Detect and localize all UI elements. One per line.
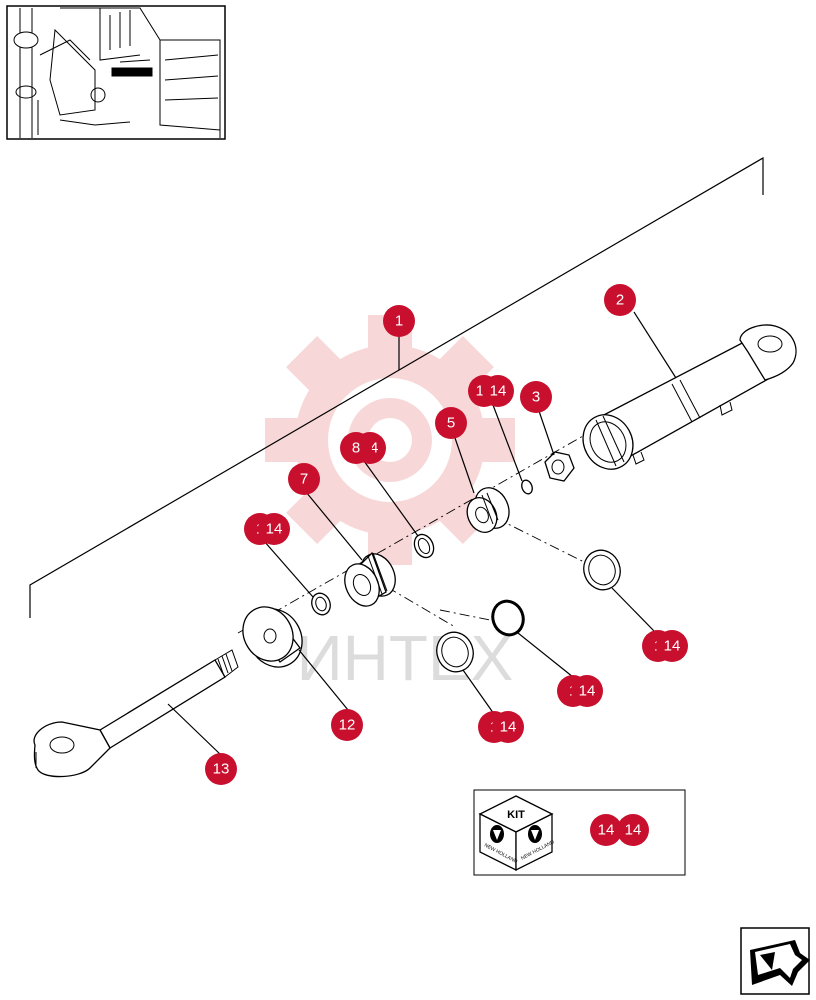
gland-part-7[interactable] [338, 548, 402, 611]
callout-14-mid[interactable]: 1 14 [557, 675, 603, 707]
callout-5[interactable]: 5 [435, 407, 467, 439]
arrow-next-page-icon[interactable] [740, 927, 810, 995]
svg-text:13: 13 [213, 761, 230, 778]
assembly-bracket [29, 156, 764, 618]
svg-text:14: 14 [266, 521, 283, 538]
location-thumbnail[interactable] [6, 5, 226, 140]
svg-text:KIT: KIT [507, 809, 525, 821]
svg-text:12: 12 [339, 717, 356, 734]
svg-text:2: 2 [616, 292, 624, 309]
leader-lines [167, 311, 677, 756]
piston-rod-part-13[interactable] [33, 649, 239, 778]
callout-2[interactable]: 2 [604, 284, 636, 316]
callout-8[interactable]: 14 8 [340, 432, 386, 464]
svg-text:3: 3 [532, 389, 540, 406]
piston-part-5[interactable] [462, 482, 516, 537]
svg-text:14: 14 [664, 638, 681, 655]
svg-text:14: 14 [579, 683, 596, 700]
watermark-text: ИНТЕХ [297, 622, 514, 694]
backup-ring[interactable] [488, 597, 528, 639]
callout-13[interactable]: 13 [205, 753, 237, 785]
seal-ring-lower[interactable] [431, 627, 479, 677]
nut-part-3[interactable] [544, 451, 575, 482]
callout-1[interactable]: 1 [383, 305, 415, 337]
centerlines [237, 431, 601, 634]
seal-ring-right[interactable] [578, 545, 626, 595]
callout-12[interactable]: 12 [331, 709, 363, 741]
callout-14-top[interactable]: 14 14 [468, 375, 514, 407]
svg-text:5: 5 [447, 415, 455, 432]
callout-14-left[interactable]: 1 14 [244, 513, 290, 545]
snap-ring-small[interactable] [520, 479, 534, 496]
svg-text:14: 14 [500, 719, 517, 736]
svg-text:14: 14 [625, 822, 642, 839]
svg-text:1: 1 [395, 313, 403, 330]
o-ring-part-8[interactable] [411, 531, 437, 560]
cylinder-body-part-2[interactable] [574, 324, 797, 478]
svg-text:14: 14 [490, 383, 507, 400]
wiper-seal[interactable] [309, 591, 333, 618]
kit-cube-icon: KIT NEW HOLLAND NEW HOLLAND [478, 795, 556, 872]
svg-text:8: 8 [352, 440, 360, 457]
callout-14-bottom[interactable]: 1 14 [478, 711, 524, 743]
callout-14-right[interactable]: 1 14 [642, 630, 688, 662]
kit-box[interactable]: KIT NEW HOLLAND NEW HOLLAND 14 14 [473, 789, 686, 876]
svg-text:7: 7 [300, 471, 308, 488]
kit-callout-14[interactable]: 14 14 [590, 814, 649, 846]
callout-3[interactable]: 3 [520, 381, 552, 413]
callout-7[interactable]: 7 [288, 463, 320, 495]
svg-text:14: 14 [598, 822, 615, 839]
washer-part-12[interactable] [233, 598, 312, 677]
